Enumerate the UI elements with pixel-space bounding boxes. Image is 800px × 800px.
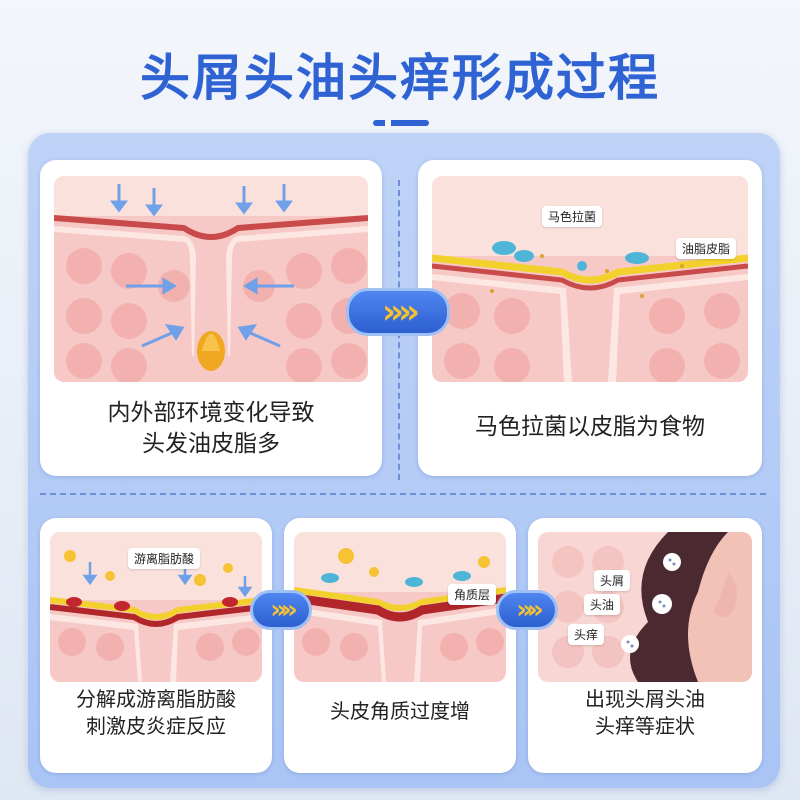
step-5-card: 头屑 头油 头痒 出现头屑头油 头痒等症状	[528, 518, 762, 773]
step-5-illustration	[538, 532, 752, 682]
step-1-caption: 内外部环境变化导致 头发油皮脂多	[40, 398, 382, 460]
step-4-card: 角质层 头皮角质过度增	[284, 518, 516, 773]
step-3-caption-line2: 刺激皮炎症反应	[86, 714, 226, 738]
step-1-caption-line1: 内外部环境变化导致	[107, 400, 315, 426]
step-4-illustration	[294, 532, 506, 682]
step-1-card: 内外部环境变化导致 头发油皮脂多	[40, 160, 382, 476]
step-5-caption: 出现头屑头油 头痒等症状	[528, 686, 762, 740]
page-title: 头屑头油头痒形成过程	[140, 49, 660, 107]
oil-label: 头油	[584, 594, 621, 615]
arrow-step3-to-step4: » »	[250, 590, 312, 630]
fungus-label: 马色拉菌	[542, 206, 603, 227]
step-1-illustration	[54, 176, 368, 382]
title-underline-gap	[385, 120, 391, 126]
step-2-caption: 马色拉菌以皮脂为食物	[418, 412, 762, 443]
step-4-caption: 头皮角质过度增	[284, 698, 516, 725]
step-3-card: 游离脂肪酸 分解成游离脂肪酸 刺激皮炎症反应	[40, 518, 272, 773]
keratin-label: 角质层	[448, 584, 497, 605]
arrow-step1-to-step2: » »	[346, 288, 450, 336]
step-2-card: 马色拉菌 油脂皮脂 马色拉菌以皮脂为食物	[418, 160, 762, 476]
fatty-acid-label: 游离脂肪酸	[128, 548, 201, 569]
step-5-caption-line2: 头痒等症状	[595, 714, 695, 738]
step-2-caption-line1: 马色拉菌以皮脂为食物	[475, 414, 705, 440]
step-4-caption-line1: 头皮角质过度增	[330, 699, 470, 723]
step-1-caption-line2: 头发油皮脂多	[142, 431, 280, 458]
title-underline	[373, 120, 429, 126]
arrow-step4-to-step5: » »	[496, 590, 558, 630]
step-3-caption-line1: 分解成游离脂肪酸	[76, 687, 236, 711]
step-5-caption-line1: 出现头屑头油	[585, 687, 705, 711]
itch-label: 头痒	[568, 624, 605, 645]
panel-divider	[40, 493, 766, 495]
step-3-caption: 分解成游离脂肪酸 刺激皮炎症反应	[40, 686, 272, 740]
dandruff-label: 头屑	[594, 570, 631, 591]
sebum-label: 油脂皮脂	[676, 238, 737, 259]
